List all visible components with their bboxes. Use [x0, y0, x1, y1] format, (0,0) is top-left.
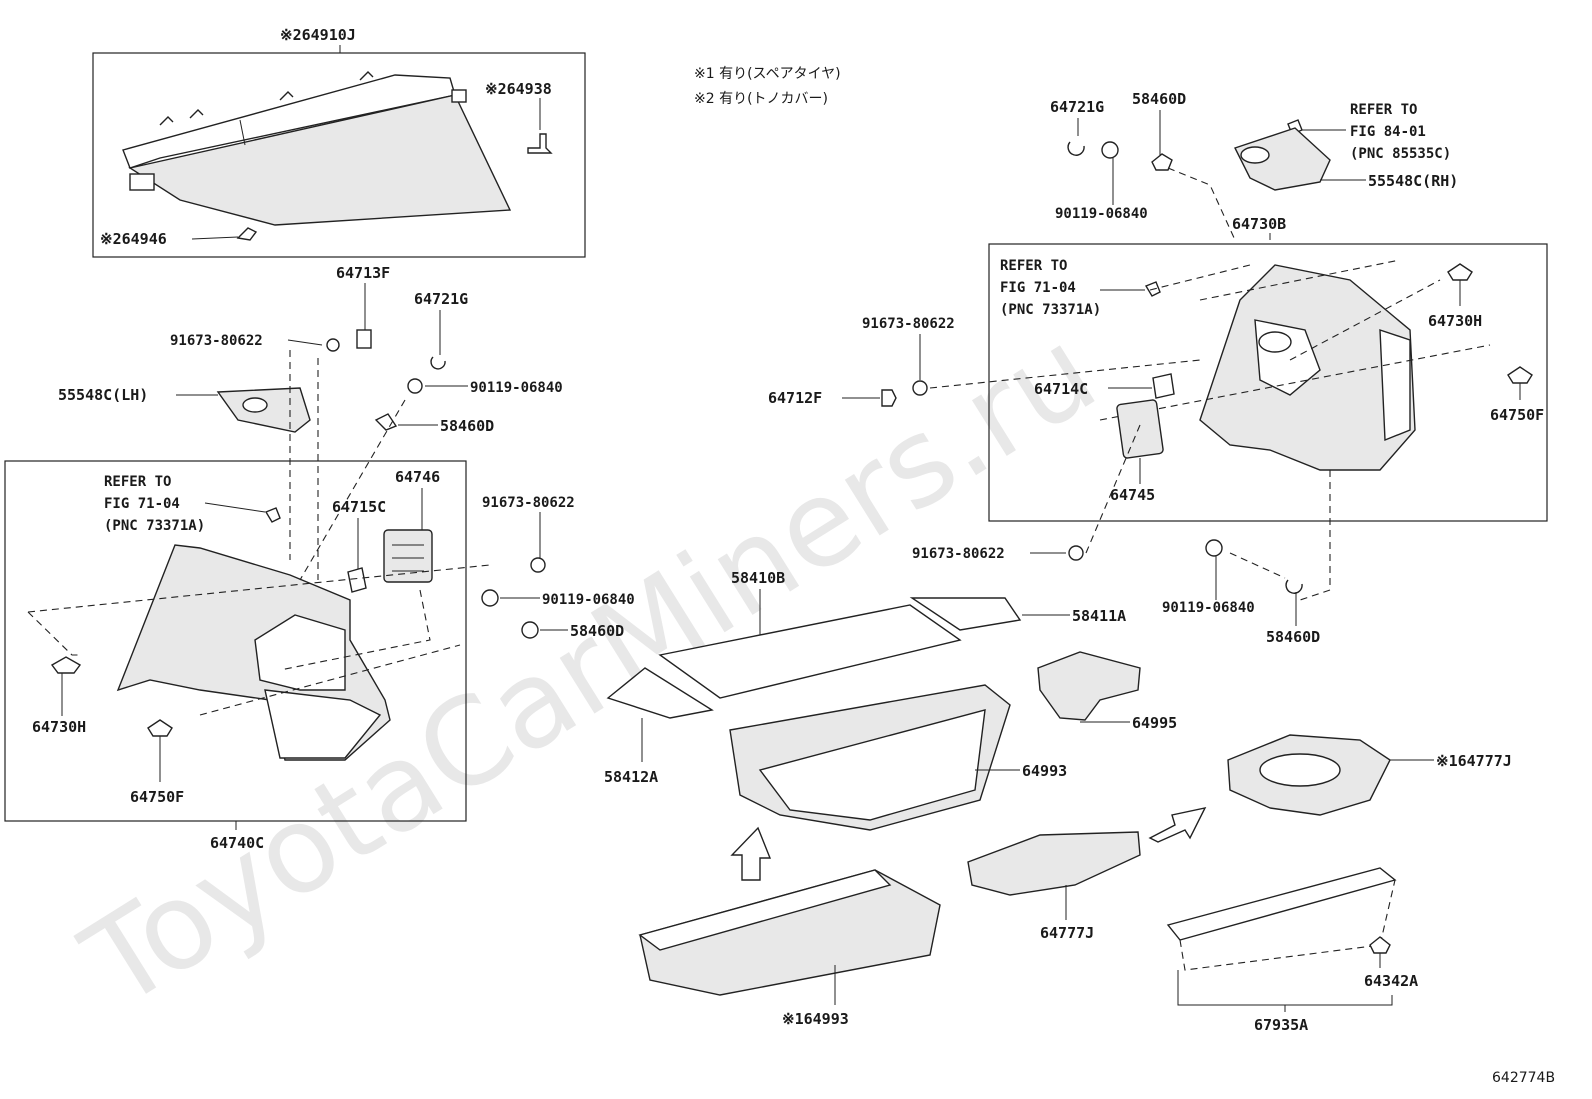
label-58460D-a: 58460D: [440, 417, 494, 435]
label-64745: 64745: [1110, 486, 1155, 504]
refer-right-line1: REFER TO: [1000, 258, 1067, 274]
label-91673-80622-b: 91673-80622: [482, 495, 575, 511]
refer-left-line2: FIG 71-04: [104, 496, 180, 512]
label-64342A: 64342A: [1364, 972, 1418, 990]
label-58460D-d: 58460D: [1266, 628, 1320, 646]
label-64746: 64746: [395, 468, 440, 486]
tray-64777J: [967, 831, 1141, 896]
tonneau-cover-part: [122, 71, 512, 226]
clip-64750F-left: [147, 719, 173, 737]
bolt-91673-c: [912, 380, 928, 396]
label-55548C-RH: 55548C(RH): [1368, 172, 1458, 190]
label-91673-80622-d: 91673-80622: [912, 546, 1005, 562]
refer-left-line1: REFER TO: [104, 474, 171, 490]
quarter-trim-rh-part: [1199, 264, 1416, 471]
bolt-90119-d: [1205, 539, 1223, 557]
cover-55548C-RH: [1234, 127, 1331, 191]
clip-64713F: [356, 329, 372, 349]
label-64721G-right: 64721G: [1050, 98, 1104, 116]
label-64750F-left: 64750F: [130, 788, 184, 806]
refer-right-line2: FIG 71-04: [1000, 280, 1076, 296]
assembly-arrow-left: [1148, 807, 1207, 843]
label-64750F-right: 64750F: [1490, 406, 1544, 424]
label-64910J: ※264910J: [280, 26, 356, 44]
label-58411A: 58411A: [1072, 607, 1126, 625]
label-64730B: 64730B: [1232, 215, 1286, 233]
clip-64721G-left: [430, 356, 446, 370]
refer-right-line3: (PNC 73371A): [1000, 302, 1101, 318]
refer-top-line1: REFER TO: [1350, 102, 1417, 118]
label-67935A: 67935A: [1254, 1016, 1308, 1034]
label-64946: ※264946: [100, 230, 167, 248]
label-64993-spare: ※164993: [782, 1010, 849, 1028]
note-spare-tire: ※1 有り(スペアタイヤ): [694, 66, 841, 82]
label-64777J-spare: ※164777J: [1436, 752, 1512, 770]
deck-board-58412A: [606, 667, 714, 719]
label-91673-80622-a: 91673-80622: [170, 333, 263, 349]
assembly-arrow-up: [730, 826, 772, 881]
refer-top-line3: (PNC 85535C): [1350, 146, 1451, 162]
refer-top-line2: FIG 84-01: [1350, 124, 1426, 140]
vent-64745: [1116, 399, 1164, 459]
scuff-plate-67935A: [1166, 867, 1397, 941]
quarter-trim-lh-part: [116, 544, 391, 761]
clip-58460D-d: [1285, 579, 1303, 594]
hook-64946: [236, 227, 258, 241]
bolt-90119-b: [481, 589, 499, 607]
label-58460D-b: 58460D: [570, 622, 624, 640]
label-90119-06840-top: 90119-06840: [1055, 206, 1148, 222]
clip-58460D-b: [521, 621, 539, 639]
pad-64715C: [347, 567, 367, 593]
figure-id: 642774B: [1492, 1070, 1555, 1086]
label-55548C-LH: 55548C(LH): [58, 386, 148, 404]
bolt-91673-d: [1068, 545, 1084, 561]
label-64993: 64993: [1022, 762, 1067, 780]
quarter-trim-rh-group-box: [988, 243, 1548, 522]
vent-64746: [383, 529, 433, 583]
pad-64714C: [1152, 373, 1175, 399]
label-64730H-right: 64730H: [1428, 312, 1482, 330]
label-64715C: 64715C: [332, 498, 386, 516]
deck-board-58410B: [658, 604, 962, 699]
tonneau-cover-group-box: [92, 52, 586, 258]
bolt-91673-b: [530, 557, 546, 573]
label-91673-80622-c: 91673-80622: [862, 316, 955, 332]
clip-64342A: [1369, 936, 1391, 954]
hook-64938: [527, 133, 553, 154]
bolt-91673-a: [326, 338, 340, 352]
label-64938: ※264938: [485, 80, 552, 98]
label-64714C: 64714C: [1034, 380, 1088, 398]
label-64721G-left: 64721G: [414, 290, 468, 308]
label-64995: 64995: [1132, 714, 1177, 732]
bolt-90119-a: [407, 378, 423, 394]
label-58410B: 58410B: [731, 569, 785, 587]
clip-64730H-right: [1447, 263, 1473, 281]
refer-left-line3: (PNC 73371A): [104, 518, 205, 534]
clip-64721G-right: [1067, 141, 1085, 156]
label-58460D-top: 58460D: [1132, 90, 1186, 108]
label-64777J: 64777J: [1040, 924, 1094, 942]
note-tonneau-cover: ※2 有り(トノカバー): [694, 91, 828, 107]
label-64713F: 64713F: [336, 264, 390, 282]
label-64712F: 64712F: [768, 389, 822, 407]
bolt-90119-top: [1101, 141, 1119, 159]
clip-64750F-right: [1507, 366, 1533, 384]
label-58412A: 58412A: [604, 768, 658, 786]
tray-64995: [1037, 651, 1141, 721]
plug-64712F: [881, 389, 897, 407]
clip-64730H-left: [50, 656, 82, 674]
deck-board-58411A: [909, 597, 1022, 631]
label-64730H-left: 64730H: [32, 718, 86, 736]
label-90119-06840-b: 90119-06840: [542, 592, 635, 608]
clip-58460D-top: [1151, 153, 1173, 171]
label-90119-06840-a: 90119-06840: [470, 380, 563, 396]
label-90119-06840-d: 90119-06840: [1162, 600, 1255, 616]
label-64740C: 64740C: [210, 834, 264, 852]
clip-58460D-a: [374, 413, 398, 431]
